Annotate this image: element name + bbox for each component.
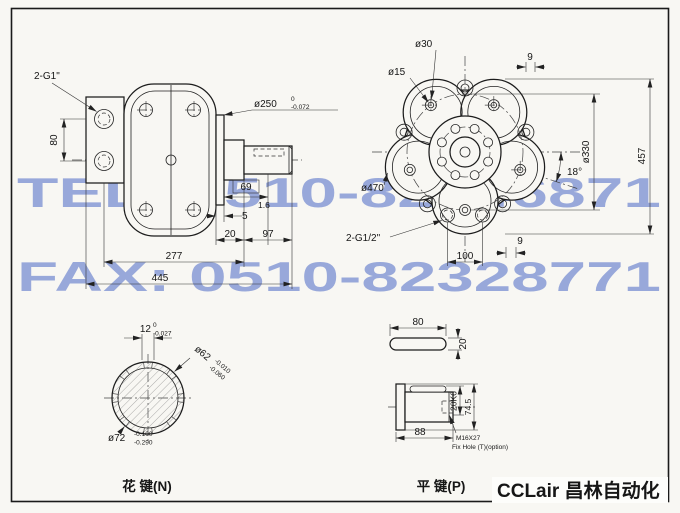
dim-12-tol-up: 0 [153,322,157,329]
watermark-fax: FAX: 0510-82328771 [17,253,661,300]
port-a-circle [94,109,114,129]
side-view-dimensions: 2-G1" 80 ø250 0 -0.072 69 1.6 5 [34,71,338,289]
boss [395,123,413,141]
dim-12-label: 12 [140,324,152,335]
shaft-flange [395,383,406,431]
spline-view-title: 花 键(N) [122,478,172,494]
dim-dia72-tol-low: -0.290 [134,440,153,447]
dim-dia250-label: ø250 [254,99,277,110]
dim-97-label: 97 [262,229,274,240]
thread-label: M16X27 [456,435,481,442]
port-b-circle [94,151,114,171]
dim-88-label: 88 [414,427,426,438]
spigot-flange [215,114,225,206]
key-plan [389,337,447,351]
dim-dia72-label: ø72 [108,433,126,444]
key-on-shaft [409,385,447,393]
dim-9-bottom-label: 9 [517,236,523,247]
dim-dia15-label: ø15 [388,67,406,78]
dim-457-label: 457 [637,147,648,164]
side-port-label: 2-G1" [34,71,60,82]
dim-69-label: 69 [240,182,252,193]
hub-bolts [436,123,494,181]
dim-445-label: 445 [152,273,169,284]
keyway-hidden [253,148,285,157]
brand-label: CCLair 昌林自动化 [497,479,660,502]
key-view-title: 平 键(P) [417,478,466,494]
dim-80-label: 80 [49,134,60,146]
body-center-hole [165,154,177,166]
dim-9-top-label: 9 [527,52,533,63]
spline-teeth [112,362,184,434]
motor-body [123,83,217,237]
dim-20-key-label: 20 [458,338,469,350]
dim-1-6-label: 1.6 [258,200,270,210]
dim-74-5-label: 74.5 [463,398,473,415]
front-view-dimensions: ø30 ø15 9 ø330 457 18° ø470 2- [346,39,654,266]
dim-dia250-tol-up: 0 [291,96,295,103]
shaft-bore [449,136,481,168]
spline-section [111,361,185,435]
dim-80-key-label: 80 [412,317,424,328]
port-block [85,96,125,184]
front-port-label: 2-G1/2" [346,233,381,244]
dim-18deg-label: 18° [567,167,582,178]
dim-5-label: 5 [242,211,248,222]
centre-hub [428,115,502,189]
shaft-body [404,391,454,423]
dim-20-label: 20 [224,229,236,240]
key-detail-view: 80 20 20K6 74.5 88 M16X27 Fix Hole (T)( [388,317,508,494]
dim-100-label: 100 [457,251,474,262]
fix-hole-label: Fix Hole (T)(option) [452,444,508,451]
side-view: 2-G1" 80 ø250 0 -0.072 69 1.6 5 [34,71,338,289]
dim-dia330-label: ø330 [581,140,592,163]
brand-plate [492,477,668,503]
output-shaft [215,114,293,206]
border-frame [10,7,670,503]
boss [456,79,474,97]
dim-dia250-tol-low: -0.072 [291,104,310,111]
boss [517,123,535,141]
dim-12-tol-low: -0.027 [153,331,172,338]
dim-277-label: 277 [166,251,183,262]
dim-dia72-tol-up: -0.100 [134,431,153,438]
front-view: ø30 ø15 9 ø330 457 18° ø470 2- [346,39,654,266]
dim-69-box [232,179,260,194]
spline-detail-view: 12 0 -0.027 ø62 -0.010 -0.060 ø72 -0.100… [104,322,232,494]
dim-dia30-label: ø30 [415,39,433,50]
dim-20k6-label: 20K6 [449,391,459,411]
dim-dia470-label: ø470 [361,183,384,194]
